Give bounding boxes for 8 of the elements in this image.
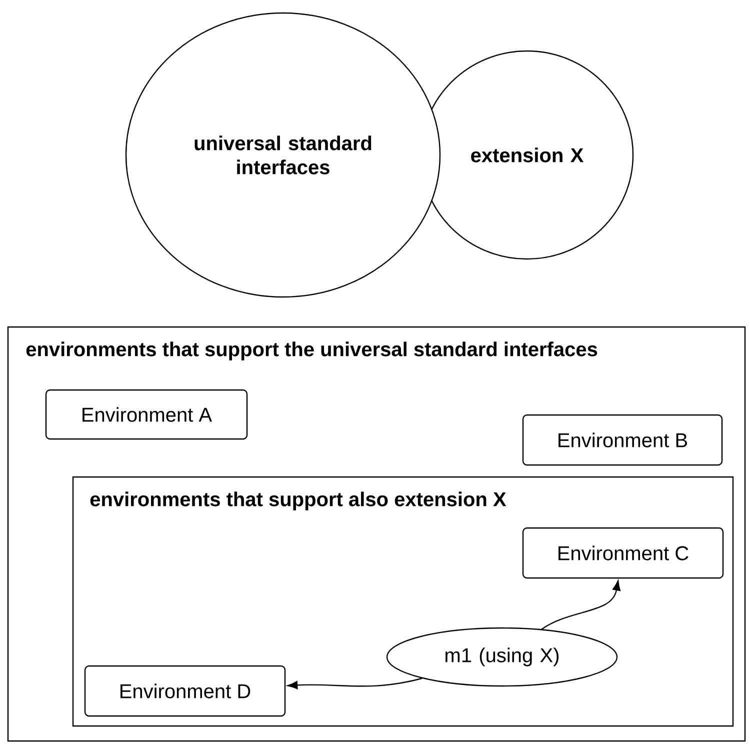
group-title: environments that support the universal standard interfaces <box>26 342 598 360</box>
arrow <box>541 580 620 630</box>
arrow <box>287 678 422 690</box>
environment-box: Environment D <box>84 665 286 717</box>
environment-box: Environment B <box>522 414 723 466</box>
environment-box: Environment C <box>522 527 724 579</box>
environment-box: Environment A <box>45 389 248 440</box>
group-title: environments that support also extension X <box>90 492 506 510</box>
